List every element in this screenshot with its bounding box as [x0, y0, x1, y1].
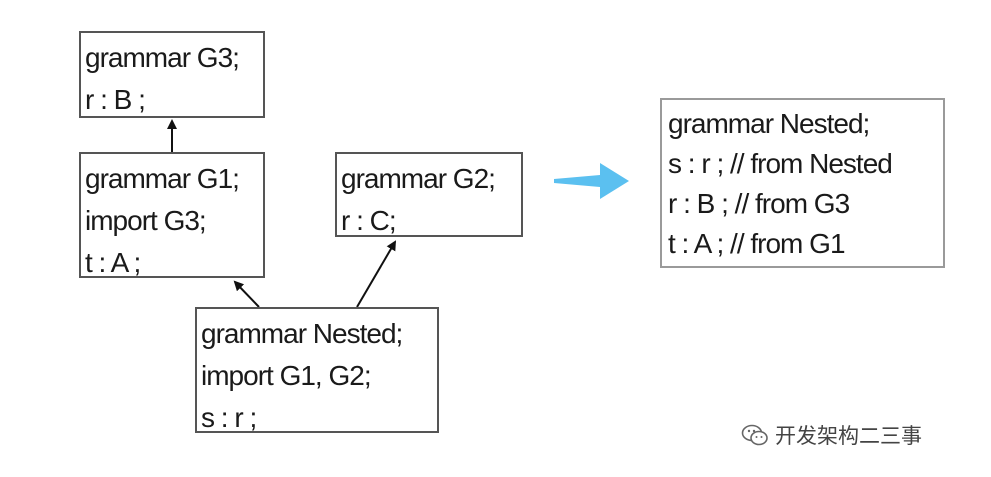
watermark: 开发架构二三事 [741, 420, 922, 450]
merged-grammar-box: grammar Nested; s : r ; // from Nested r… [660, 98, 945, 268]
code-line: r : B ; [85, 84, 146, 115]
watermark-text: 开发架构二三事 [775, 424, 922, 448]
code-line: t : A ; // from G1 [668, 228, 846, 259]
arrow-nested-to-g2 [356, 240, 397, 308]
code-line: import G1, G2; [201, 360, 372, 391]
code-line: r : B ; // from G3 [668, 188, 850, 219]
code-line: grammar G3; [85, 42, 240, 73]
grammar-g3-box: grammar G3; r : B ; [79, 31, 265, 118]
code-line: grammar Nested; [201, 318, 403, 349]
grammar-g1-box: grammar G1; import G3; t : A ; [79, 152, 265, 278]
code-line: t : A ; [85, 247, 141, 278]
grammar-nested-box: grammar Nested; import G1, G2; s : r ; [195, 307, 439, 433]
code-line: s : r ; // from Nested [668, 148, 893, 179]
code-line: grammar G2; [341, 163, 496, 194]
transform-arrow [554, 163, 629, 199]
arrow-nested-to-g1 [233, 280, 260, 308]
code-line: s : r ; [201, 402, 257, 433]
wechat-icon [741, 424, 768, 446]
code-line: grammar G1; [85, 163, 240, 194]
grammar-g2-box: grammar G2; r : C; [335, 152, 523, 237]
code-line: import G3; [85, 205, 207, 236]
code-line: grammar Nested; [668, 108, 870, 139]
code-line: r : C; [341, 205, 397, 236]
